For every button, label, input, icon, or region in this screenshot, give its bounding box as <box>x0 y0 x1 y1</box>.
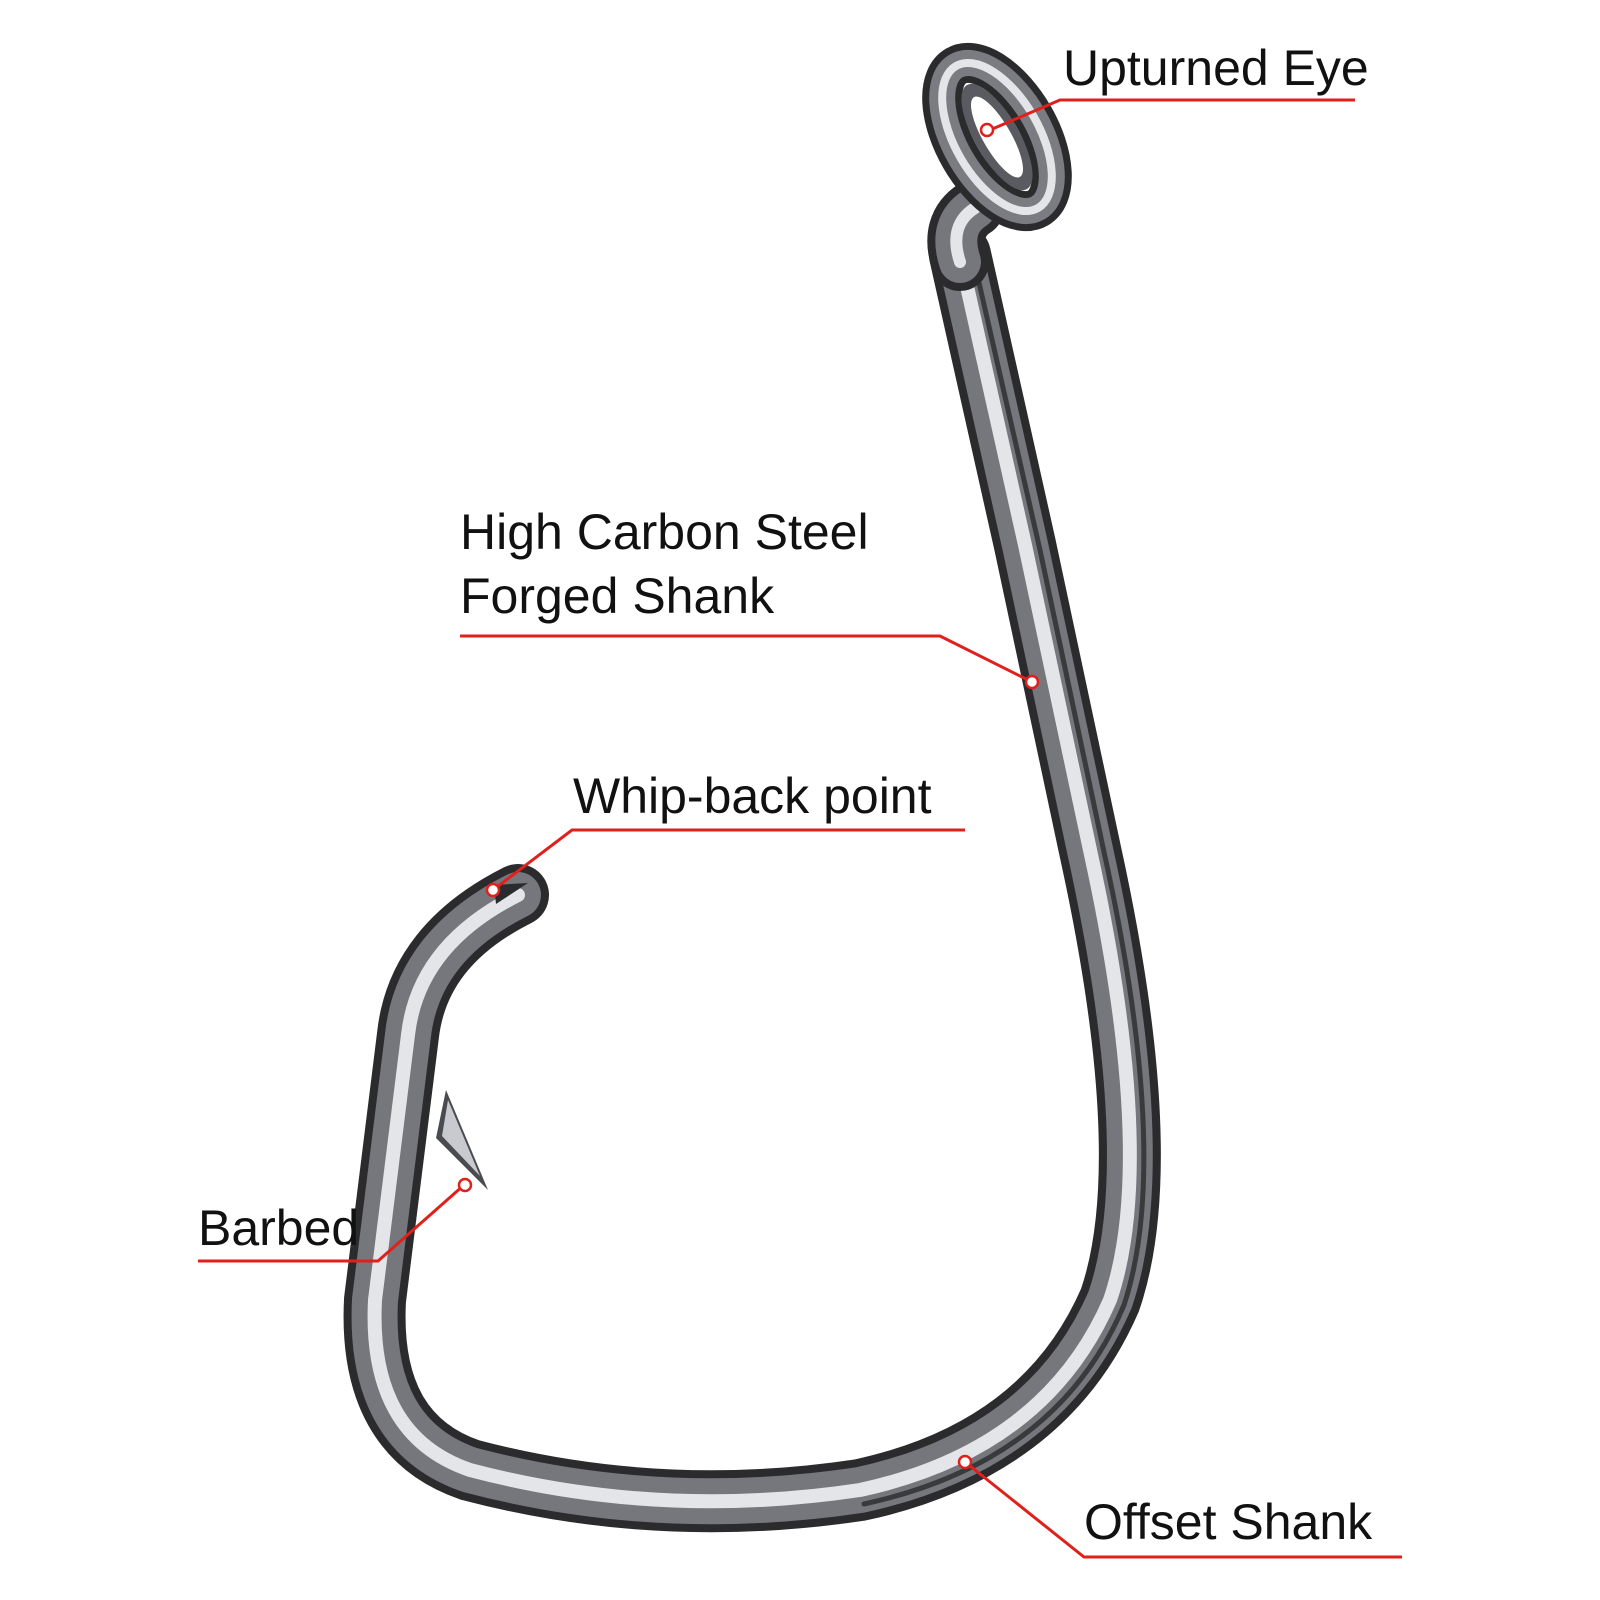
marker-upturned-eye <box>979 122 995 138</box>
hook-body-shadow-line <box>861 262 1147 1507</box>
hook-eye <box>922 42 1072 232</box>
fishing-hook <box>343 224 1161 1533</box>
label-forged-shank-line1: High Carbon Steel <box>460 504 869 560</box>
label-barbed: Barbed <box>198 1200 360 1256</box>
leader-line-forged-shank <box>460 634 1033 684</box>
hook-neck <box>927 179 1004 291</box>
leader-line-barbed <box>198 1183 465 1263</box>
marker-whip-back-point <box>485 882 501 898</box>
leader-line-upturned-eye <box>989 98 1355 132</box>
leader-line-offset-shank <box>964 1460 1402 1559</box>
leader-markers <box>457 122 1040 1470</box>
marker-barbed <box>457 1177 473 1193</box>
hook-body-highlight <box>367 248 1137 1509</box>
label-whip-back-point: Whip-back point <box>573 768 932 824</box>
label-forged-shank-line2: Forged Shank <box>460 568 775 624</box>
label-offset-shank: Offset Shank <box>1084 1494 1373 1550</box>
marker-offset-shank <box>957 1454 973 1470</box>
marker-forged-shank <box>1024 674 1040 690</box>
hook-barb <box>436 1090 488 1190</box>
label-upturned-eye: Upturned Eye <box>1063 40 1369 96</box>
hook-point <box>494 883 528 904</box>
leader-lines <box>198 98 1402 1559</box>
label-forged-shank: High Carbon Steel Forged Shank <box>460 500 869 628</box>
leader-line-whip-back-point <box>492 828 965 892</box>
